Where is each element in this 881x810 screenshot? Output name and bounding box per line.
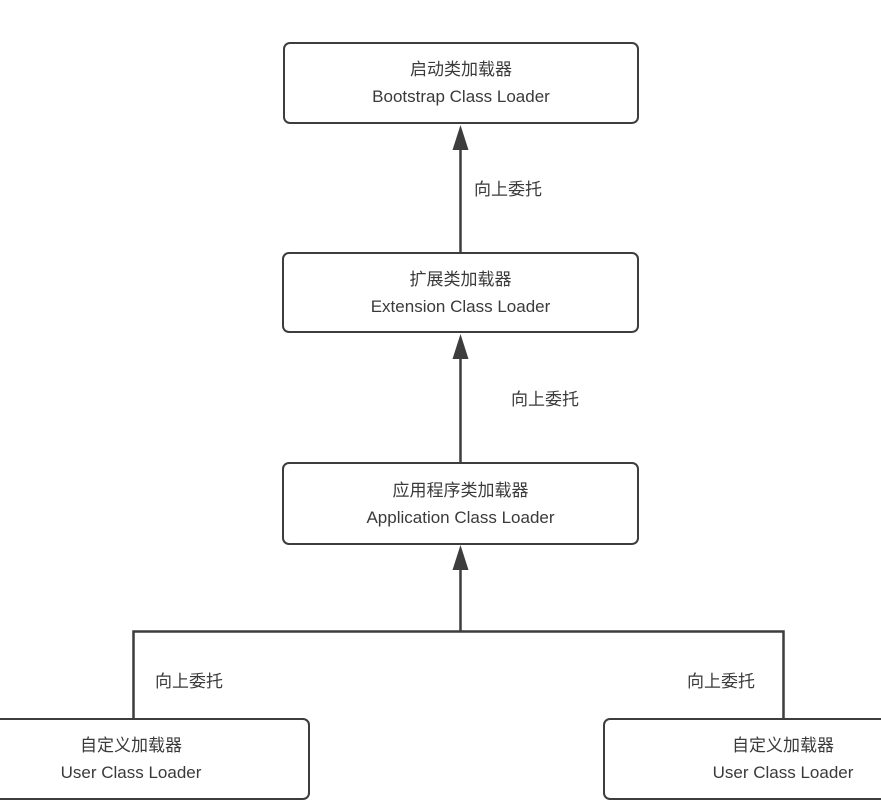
node-label-en: Bootstrap Class Loader xyxy=(372,87,550,106)
node-label-zh: 扩展类加载器 xyxy=(409,269,512,289)
node-user-class-loader-right: 自定义加载器 User Class Loader xyxy=(603,718,881,800)
node-extension-class-loader: 扩展类加载器 Extension Class Loader xyxy=(282,252,639,333)
arrow-application-to-extension xyxy=(452,334,469,462)
node-user-class-loader-left: 自定义加载器 User Class Loader xyxy=(0,718,310,800)
node-label-en: User Class Loader xyxy=(60,763,202,782)
edge-label-delegate-up-1: 向上委托 xyxy=(474,180,542,199)
node-label-en: Application Class Loader xyxy=(366,507,555,527)
edge-label-delegate-up-4: 向上委托 xyxy=(687,672,755,691)
edge-label-delegate-up-3: 向上委托 xyxy=(155,672,223,691)
user-loaders-junction-connector xyxy=(132,630,785,718)
edge-label-delegate-up-2: 向上委托 xyxy=(511,390,579,409)
node-label-zh: 自定义加载器 xyxy=(732,736,834,755)
arrow-users-to-application xyxy=(452,545,469,632)
node-application-class-loader: 应用程序类加载器 Application Class Loader xyxy=(282,462,639,545)
node-label-zh: 应用程序类加载器 xyxy=(392,480,529,500)
node-label-en: User Class Loader xyxy=(712,763,854,782)
node-label-zh: 启动类加载器 xyxy=(410,60,512,79)
node-label-en: Extension Class Loader xyxy=(370,296,551,316)
node-bootstrap-class-loader: 启动类加载器 Bootstrap Class Loader xyxy=(283,42,639,124)
arrow-extension-to-bootstrap xyxy=(452,125,469,252)
node-label-zh: 自定义加载器 xyxy=(80,736,182,755)
